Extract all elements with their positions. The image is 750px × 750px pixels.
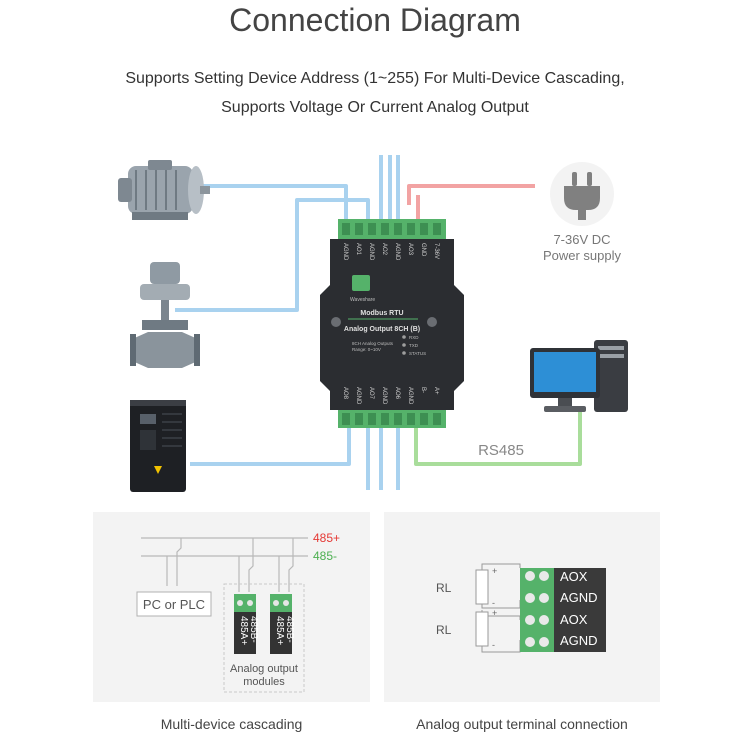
top-pin-6: AO3	[407, 243, 413, 256]
minus-1: -	[492, 598, 495, 608]
bottom-pin-3: AO7	[368, 387, 374, 400]
power-label-1: 7-36V DC	[553, 232, 610, 247]
top-pin-2: AO1	[355, 243, 361, 256]
wires	[175, 155, 582, 490]
terminal-1a: 485A+	[238, 616, 249, 645]
wire-rs485	[414, 410, 582, 466]
top-pin-3: AGND	[368, 243, 374, 261]
bottom-pin-8: A+	[433, 387, 439, 395]
power-label-2: Power supply	[543, 248, 622, 263]
terminal-2b: 485B-	[284, 616, 295, 643]
bottom-pin-7: B-	[420, 387, 426, 393]
analog-caption: Analog output terminal connection	[416, 716, 628, 732]
modules-dashed-box	[223, 583, 305, 693]
module-protocol: Modbus RTU	[360, 310, 403, 317]
rl-label-1: RL	[436, 581, 452, 595]
rl-label-2: RL	[436, 623, 452, 637]
module-spec-2: Range: 0~10V	[352, 347, 381, 352]
aox-label-1: AOX	[560, 569, 588, 584]
top-pin-5: AGND	[394, 243, 400, 261]
analog-panel: + - + - RL RL AOX AGND AOX AGND	[384, 512, 660, 702]
plc-label: PC or PLC	[143, 597, 205, 612]
subtitle-line-2: Supports Voltage Or Current Analog Outpu…	[221, 99, 529, 116]
top-pin-1: AGND	[342, 243, 348, 261]
modules-label-2: modules	[243, 676, 285, 688]
bottom-pin-6: AGND	[407, 387, 413, 405]
top-pin-7: GND	[420, 243, 426, 257]
wire-motor	[200, 184, 348, 222]
wire-vfd	[190, 422, 351, 466]
plus-2: +	[492, 608, 497, 618]
module-name: Analog Output 8CH (B)	[344, 326, 420, 333]
vfd-image	[130, 400, 186, 492]
bottom-pin-4: AGND	[381, 387, 387, 405]
plc-box	[136, 591, 212, 617]
terminal-1b: 485B-	[248, 616, 259, 643]
cascade-diagram: 485+ 485- PC or PLC 485A+ 485B- 485A+ 48…	[136, 531, 340, 693]
top-pin-8: 7-36V	[433, 243, 439, 259]
led-txd: TXD	[409, 343, 419, 348]
rs485-label: RS485	[478, 442, 524, 459]
subtitle-line-1: Supports Setting Device Address (1~255) …	[125, 70, 625, 87]
terminal-2a: 485A+	[274, 616, 285, 645]
module-spec-1: 8CH Analog Outputs	[352, 341, 394, 346]
connection-diagram: 7-36V DC Power supply RS485 AGND AO1 AGN…	[118, 155, 628, 492]
bottom-pin-2: AGND	[355, 387, 361, 405]
waveshare-logo-icon	[352, 275, 370, 291]
wire-power-1	[407, 184, 535, 205]
bottom-pin-5: AO6	[394, 387, 400, 400]
agnd-label-2: AGND	[560, 633, 598, 648]
aox-label-2: AOX	[560, 612, 588, 627]
analog-diagram: + - + - RL RL AOX AGND AOX AGND	[436, 563, 606, 653]
label-485-minus: 485-	[313, 549, 337, 563]
top-pin-4: AO2	[381, 243, 387, 256]
agnd-label-1: AGND	[560, 590, 598, 605]
module-brand: Waveshare	[350, 297, 375, 303]
computer-image	[530, 340, 628, 412]
bottom-pin-1: AO8	[342, 387, 348, 400]
label-485-plus: 485+	[313, 531, 340, 545]
page-title: Connection Diagram	[229, 2, 521, 38]
led-status: STATUS	[409, 351, 426, 356]
power-plug-icon	[550, 162, 614, 226]
led-rxd: RXD	[409, 335, 419, 340]
motor-image	[118, 160, 210, 220]
cascade-panel: 485+ 485- PC or PLC 485A+ 485B- 485A+ 48…	[93, 512, 370, 702]
minus-2: -	[492, 640, 495, 650]
cascade-caption: Multi-device cascading	[160, 716, 303, 732]
analog-output-module: AGND AO1 AGND AO2 AGND AO3 GND 7-36V Wav…	[320, 219, 464, 428]
modules-label-1: Analog output	[230, 663, 298, 675]
valve-image	[130, 262, 200, 368]
plus-1: +	[492, 566, 497, 576]
wire-valve	[175, 198, 370, 312]
